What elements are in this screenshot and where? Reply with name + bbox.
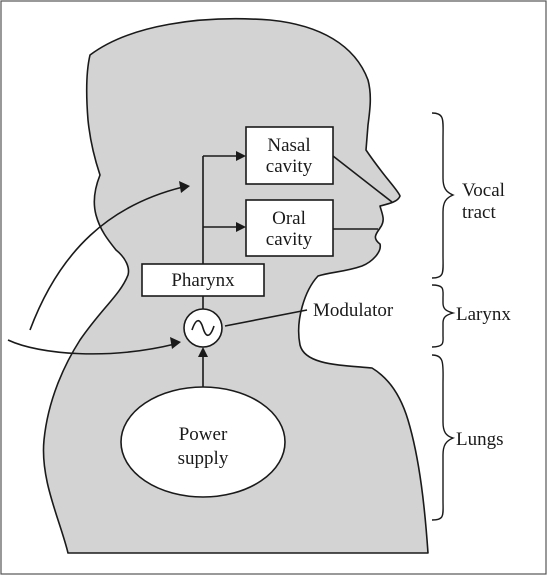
vocal-tract-brace	[432, 113, 453, 278]
pharynx-label: Pharynx	[171, 270, 235, 291]
modulator-label: Modulator	[313, 300, 394, 321]
larynx-label: Larynx	[456, 304, 511, 325]
oral-label-line2: cavity	[266, 229, 313, 250]
power-supply-label-line1: Power	[179, 424, 228, 445]
vocal-tract-label-line1: Vocal	[462, 180, 505, 201]
nasal-label-line1: Nasal	[267, 135, 310, 156]
vocal-tract-label-line2: tract	[462, 202, 496, 223]
power-supply-label-line2: supply	[178, 448, 229, 469]
lungs-label: Lungs	[456, 429, 504, 450]
lungs-brace	[432, 355, 453, 520]
larynx-brace	[432, 285, 453, 347]
oral-label-line1: Oral	[272, 208, 306, 229]
nasal-label-line2: cavity	[266, 156, 313, 177]
